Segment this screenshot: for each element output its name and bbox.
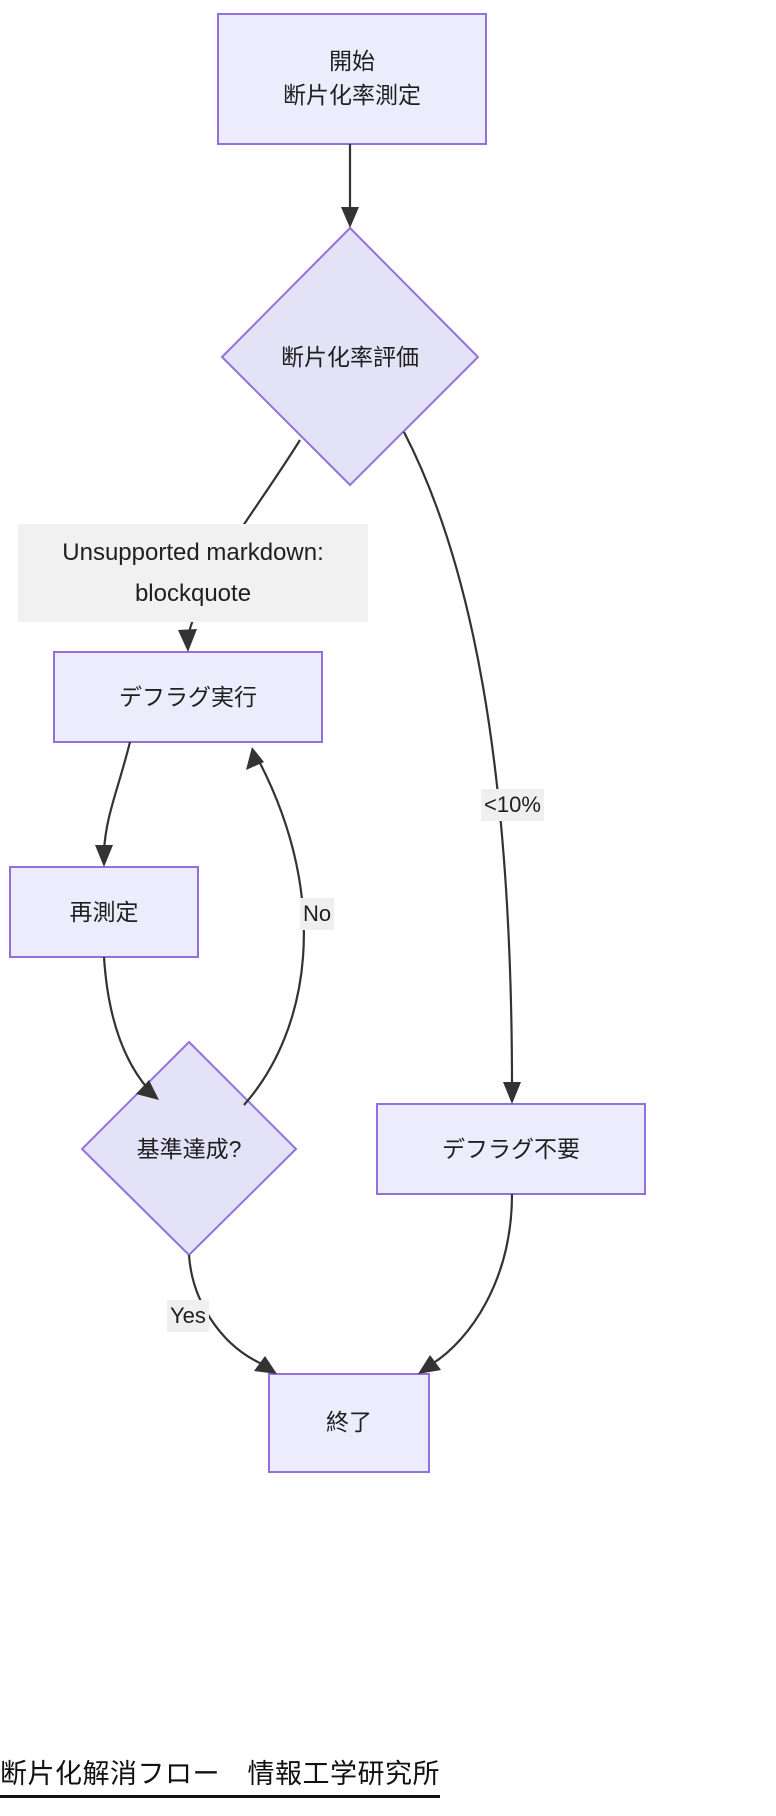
edge-criteria-to-defrag — [243, 762, 305, 1106]
edge-label-yes: Yes — [167, 1300, 209, 1332]
arrowhead-evaluate-to-nodefrag — [503, 1082, 521, 1104]
edge-label-unsupported-markdown: Unsupported markdown: blockquote — [18, 524, 368, 622]
edge-nodefrag-to-end — [431, 1193, 514, 1365]
arrowhead-evaluate-to-defrag — [178, 629, 197, 652]
diagram-caption: 断片化解消フロー 情報工学研究所 — [0, 1752, 776, 1798]
arrowhead-remeasure-to-criteria — [136, 1080, 159, 1100]
edge-label-threshold: <10% — [481, 789, 544, 821]
node-start-shape[interactable] — [217, 13, 487, 145]
arrowhead-start-to-evaluate — [341, 207, 359, 228]
node-remeasure-shape[interactable] — [9, 866, 199, 958]
edge-label-no: No — [300, 898, 335, 930]
edge-criteria-to-end — [187, 1254, 263, 1366]
diagram-caption-text: 断片化解消フロー 情報工学研究所 — [0, 1752, 440, 1798]
node-nodefrag-shape[interactable] — [376, 1103, 646, 1195]
edge-defrag-to-remeasure — [102, 741, 132, 852]
arrowhead-defrag-to-remeasure — [95, 845, 113, 867]
edge-remeasure-to-criteria — [102, 956, 149, 1090]
node-evaluate-shape[interactable] — [220, 226, 480, 487]
arrowhead-criteria-to-defrag — [246, 747, 264, 770]
arrowhead-criteria-to-end — [254, 1356, 277, 1374]
node-end-shape[interactable] — [268, 1373, 430, 1473]
edge-evaluate-to-nodefrag — [403, 431, 514, 1089]
node-criteria-shape[interactable] — [80, 1040, 298, 1257]
node-defrag-shape[interactable] — [53, 651, 323, 743]
arrowhead-nodefrag-to-end — [418, 1355, 441, 1374]
